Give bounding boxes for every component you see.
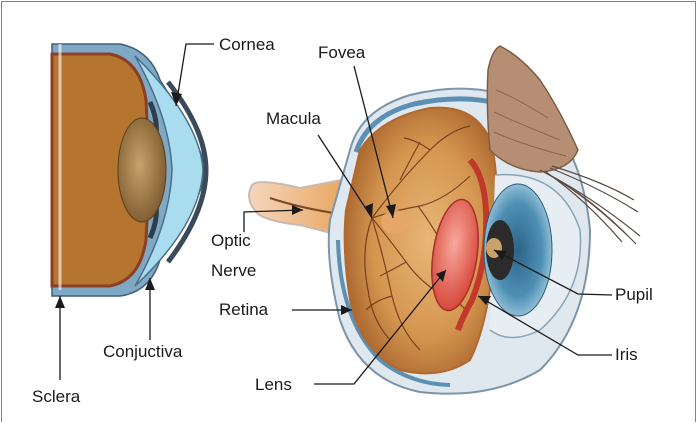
label-nerve: Nerve — [211, 262, 256, 279]
label-lens: Lens — [255, 376, 292, 393]
label-fovea: Fovea — [318, 44, 365, 61]
label-macula: Macula — [266, 110, 321, 127]
label-sclera: Sclera — [32, 388, 80, 405]
label-iris: Iris — [615, 346, 638, 363]
right-eye-3d — [249, 46, 640, 394]
label-cornea: Cornea — [219, 36, 275, 53]
label-conjuctiva: Conjuctiva — [103, 343, 182, 360]
label-pupil: Pupil — [615, 286, 653, 303]
left-eye-section — [52, 44, 206, 296]
label-optic: Optic — [211, 232, 251, 249]
label-retina: Retina — [219, 301, 268, 318]
